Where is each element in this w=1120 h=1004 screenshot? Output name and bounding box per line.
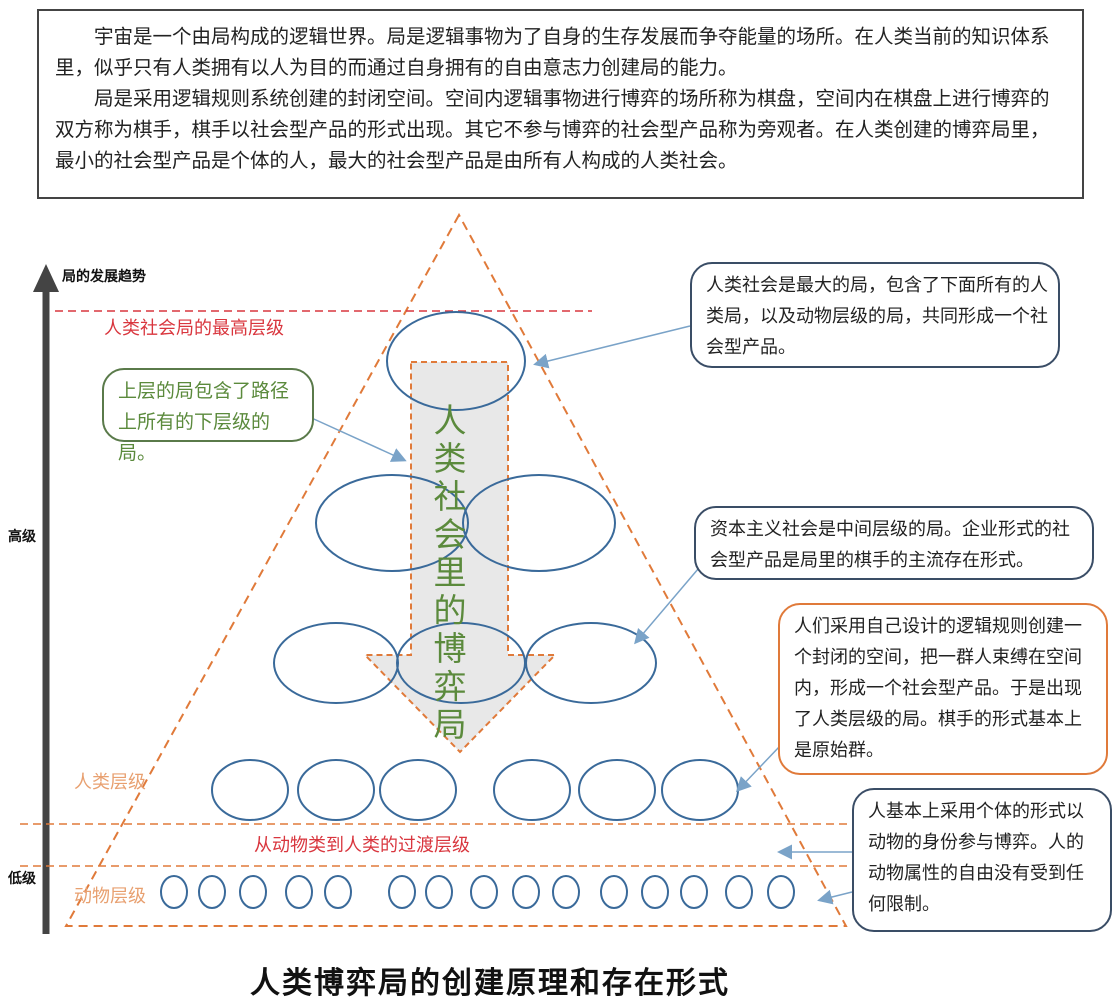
pointer-individual-2 — [817, 889, 853, 905]
animal-circle-3 — [239, 875, 267, 909]
intro-text-box: 宇宙是一个由局构成的逻辑世界。局是逻辑事物为了自身的生存发展而争夺能量的场所。在… — [37, 9, 1084, 199]
animal-circle-12 — [641, 875, 669, 909]
callout-upper: 上层的局包含了路径上所有的下层级的局。 — [102, 368, 314, 464]
middle-ellipse-left — [315, 474, 469, 572]
pyramid-outline — [64, 212, 848, 927]
callout-capitalism: 资本主义社会是中间层级的局。企业形式的社会型产品是局里的棋手的主流存在形式。 — [694, 506, 1094, 580]
animal-circle-1 — [160, 875, 188, 909]
pointer-capitalism — [634, 561, 705, 645]
pointer-rules — [735, 745, 781, 793]
human-ellipse-2 — [297, 759, 375, 821]
human-ellipse-1 — [211, 759, 289, 821]
animal-circle-11 — [600, 875, 628, 909]
axis-trend-label: 局的发展趋势 — [62, 269, 146, 285]
center-down-arrow — [362, 361, 558, 754]
human-ellipse-3 — [379, 759, 457, 821]
center-arrow-text: 人类社会里的博弈局 — [433, 401, 467, 744]
animal-circle-4 — [285, 875, 313, 909]
callout-individual: 人基本上采用个体的形式以动物的身份参与博弈。人的动物属性的自由没有受到任何限制。 — [852, 788, 1112, 932]
animal-circle-2 — [198, 875, 226, 909]
animal-circle-7 — [425, 875, 453, 909]
axis-low-label: 低级 — [8, 871, 36, 887]
callout-rules: 人们采用自己设计的逻辑规则创建一个封闭的空间，把一群人束缚在空间内，形成一个社会… — [778, 603, 1108, 775]
animal-circle-5 — [324, 875, 352, 909]
human-ellipse-4 — [493, 759, 571, 821]
axis-high-label: 高级 — [8, 529, 36, 545]
intro-paragraph-1: 宇宙是一个由局构成的逻辑世界。局是逻辑事物为了自身的生存发展而争夺能量的场所。在… — [55, 25, 1050, 79]
pointer-upper — [304, 414, 407, 462]
intro-paragraph-2: 局是采用逻辑规则系统创建的封闭空间。空间内逻辑事物进行博弈的场所称为棋盘，空间内… — [55, 87, 1050, 172]
diagram-caption: 人类博弈局的创建原理和存在形式 — [250, 966, 730, 1001]
trend-axis — [33, 264, 59, 934]
animal-circle-6 — [388, 875, 416, 909]
animal-circle-8 — [470, 875, 498, 909]
callout-society: 人类社会是最大的局，包含了下面所有的人类局，以及动物层级的局，共同形成一个社会型… — [690, 262, 1060, 368]
lower-ellipse-3 — [525, 622, 657, 704]
animal-level-label: 动物层级 — [74, 886, 146, 907]
top-level-label: 人类社会局的最高层级 — [104, 318, 284, 339]
animal-circle-15 — [767, 875, 795, 909]
transition-level-label: 从动物类到人类的过渡层级 — [254, 835, 470, 856]
animal-circle-9 — [512, 875, 540, 909]
human-ellipse-6 — [661, 759, 739, 821]
middle-ellipse-right — [462, 474, 616, 572]
human-level-label: 人类层级 — [74, 772, 146, 793]
human-ellipse-5 — [578, 759, 656, 821]
animal-circle-10 — [552, 875, 580, 909]
animal-circle-13 — [680, 875, 708, 909]
pointer-society — [533, 325, 691, 369]
society-ellipse — [386, 311, 526, 411]
animal-circle-14 — [725, 875, 753, 909]
